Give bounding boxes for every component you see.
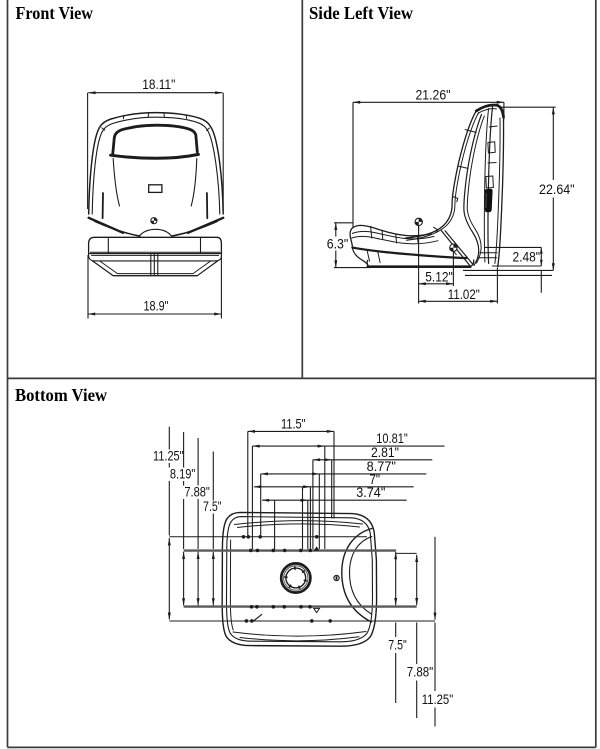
svg-text:7.5": 7.5" bbox=[388, 638, 407, 653]
svg-text:10.81": 10.81" bbox=[376, 431, 408, 446]
svg-text:11.25": 11.25" bbox=[153, 448, 184, 463]
svg-text:21.26": 21.26" bbox=[416, 87, 451, 102]
svg-text:2.81": 2.81" bbox=[371, 445, 399, 460]
svg-text:2.48": 2.48" bbox=[513, 250, 541, 265]
svg-text:Side Left View: Side Left View bbox=[309, 3, 413, 23]
svg-text:18.11": 18.11" bbox=[142, 77, 175, 92]
svg-text:7.88": 7.88" bbox=[407, 665, 434, 680]
svg-text:5.12": 5.12" bbox=[425, 269, 453, 284]
svg-text:22.64": 22.64" bbox=[539, 182, 575, 197]
svg-text:6.3": 6.3" bbox=[327, 236, 349, 251]
svg-text:7": 7" bbox=[369, 472, 380, 487]
svg-text:3.74": 3.74" bbox=[356, 485, 385, 500]
svg-text:Front View: Front View bbox=[16, 3, 94, 23]
svg-text:7.88": 7.88" bbox=[184, 485, 210, 500]
svg-text:Bottom View: Bottom View bbox=[15, 385, 107, 405]
svg-text:18.9": 18.9" bbox=[144, 299, 169, 314]
svg-text:11.25": 11.25" bbox=[422, 692, 454, 707]
svg-text:11.5": 11.5" bbox=[281, 416, 306, 431]
svg-text:8.19": 8.19" bbox=[170, 467, 196, 482]
svg-text:8.77": 8.77" bbox=[367, 459, 396, 474]
svg-text:11.02": 11.02" bbox=[448, 287, 480, 302]
svg-text:7.5": 7.5" bbox=[203, 499, 222, 514]
